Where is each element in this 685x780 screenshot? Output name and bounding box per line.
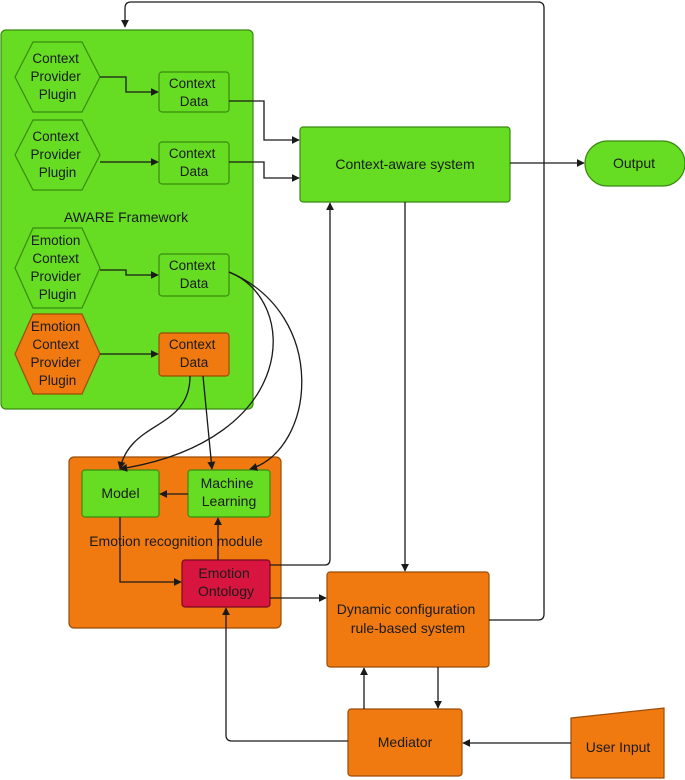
svg-text:Emotion Ontology: Emotion Ontology xyxy=(198,565,254,599)
arrow-plugin3-to-data3 xyxy=(100,269,159,279)
arrow-data2-to-cas xyxy=(229,161,300,182)
svg-text:Mediator: Mediator xyxy=(378,734,433,750)
aware-framework-label: AWARE Framework xyxy=(64,209,189,225)
context-provider-plugin-2: Context Provider Plugin xyxy=(14,119,101,191)
plugin-3-label: Emotion Context Provider Plugin xyxy=(30,233,84,302)
emotion-ontology-box: Emotion Ontology xyxy=(181,559,271,608)
dynamic-configuration-box: Dynamic configuration rule-based system xyxy=(326,571,490,668)
svg-text:Dynamic configuration ru: Dynamic configuration rule-based system xyxy=(337,601,479,636)
emotion-context-provider-plugin-green: Emotion Context Provider Plugin xyxy=(14,227,101,309)
context-data-2: Context Data xyxy=(158,141,230,185)
connectors xyxy=(100,1,585,747)
context-data-1: Context Data xyxy=(158,71,230,113)
model-box: Model xyxy=(81,469,160,518)
svg-text:Model: Model xyxy=(101,485,139,501)
svg-text:Context-aware system: Context-aware system xyxy=(335,156,474,172)
plugin-4-label: Emotion Context Provider Plugin xyxy=(30,319,84,388)
curve-data3-to-ml xyxy=(228,271,303,471)
context-aware-system-box: Context-aware system xyxy=(299,126,511,203)
context-provider-plugin-1: Context Provider Plugin xyxy=(14,41,101,113)
arrow-ontology-to-cas xyxy=(270,202,334,566)
context-data-3: Context Data xyxy=(158,253,230,297)
svg-text:Machine Learning: Machine Learning xyxy=(201,475,258,509)
svg-text:Output: Output xyxy=(613,155,655,171)
svg-text:Context Data: Context Data xyxy=(169,146,219,179)
curve-data4-to-model xyxy=(117,375,191,470)
curve-data3-to-model xyxy=(119,271,274,472)
arrow-data1-to-cas xyxy=(229,100,300,144)
machine-learning-box: Machine Learning xyxy=(187,469,271,518)
arrow-dynamic-feedback-loop xyxy=(121,1,545,621)
plugin-2-label: Context Provider Plugin xyxy=(30,129,84,180)
svg-text:Context Data: Context Data xyxy=(169,337,219,370)
arrow-mediator-to-ontology xyxy=(222,607,348,742)
output-terminal: Output xyxy=(584,140,685,187)
line-data4-to-ml xyxy=(202,375,216,470)
user-input-manual-input: User Input xyxy=(570,707,665,779)
plugin-1-label: Context Provider Plugin xyxy=(30,51,84,102)
arrow-model-to-ontology xyxy=(119,517,182,586)
svg-text:Context Data: Context Data xyxy=(169,76,219,109)
context-data-4: Context Data xyxy=(158,332,230,377)
emotion-context-provider-plugin-orange: Emotion Context Provider Plugin xyxy=(14,313,101,395)
svg-text:User Input: User Input xyxy=(586,739,651,755)
svg-text:Context Data: Context Data xyxy=(169,258,219,291)
mediator-box: Mediator xyxy=(347,708,463,777)
emotion-module-label: Emotion recognition module xyxy=(89,533,263,549)
arrow-plugin1-to-data1 xyxy=(100,76,159,96)
